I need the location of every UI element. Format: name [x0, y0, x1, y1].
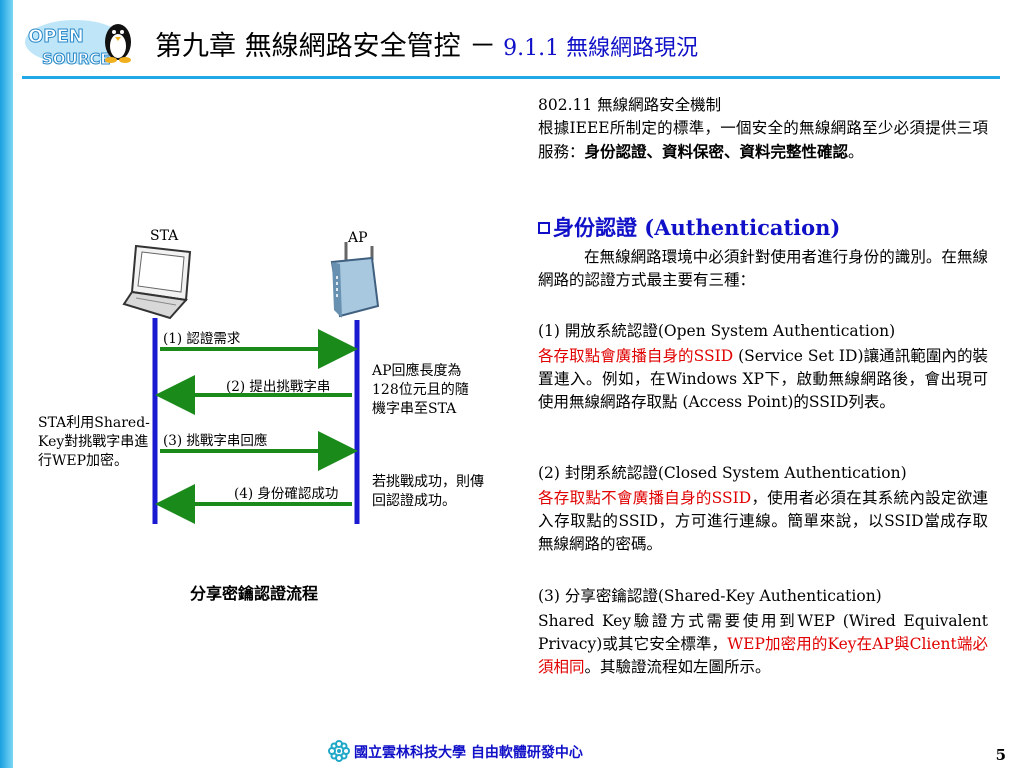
note-sta: STA利用Shared-Key對挑戰字串進行WEP加密。 — [38, 415, 150, 469]
method1-title: (1) 開放系統認證(Open System Authentication) — [538, 322, 896, 340]
step2-label: (2) 提出挑戰字串 — [226, 379, 331, 395]
logo-word-open: OPEN — [28, 26, 84, 47]
method2-title: (2) 封閉系統認證(Closed System Authentication) — [538, 464, 907, 482]
sta-label: STA — [150, 228, 179, 244]
section-title: 身份認證 (Authentication) — [553, 215, 841, 240]
method1-text: (Service Set ID)讓通訊範圍內的裝置連入。例如，在Windows … — [538, 347, 989, 411]
method2-body: 各存取點不會廣播自身的SSID，使用者必須在其系統內設定欲連入存取點的SSID，… — [538, 487, 988, 556]
step1-label: (1) 認證需求 — [163, 331, 241, 347]
footer-text: 國立雲林科技大學 自由軟體研發中心 — [354, 745, 583, 761]
title-rule — [22, 76, 1000, 79]
note-ap: AP回應長度為128位元且的隨機字串至STA — [372, 363, 469, 417]
mechanism-heading: 802.11 無線網路安全機制 — [538, 96, 722, 114]
section-authentication: 身份認證 (Authentication) — [538, 212, 840, 242]
title-main: 第九章 無線網路安全管控 － — [155, 31, 497, 62]
auth-flow-diagram — [122, 242, 380, 524]
ieee-text: 根據IEEE所制定的標準，一個安全的無線網路至少必須提供三項服務： — [538, 119, 988, 161]
left-accent-bar — [0, 0, 13, 768]
method3-text-a: Shared Key驗證方式需要使用到WEP (Wired Equivalent… — [538, 612, 988, 653]
method1-highlight: 各存取點會廣播自身的SSID — [538, 347, 734, 365]
note-success: 若挑戰成功，則傳回認證成功。 — [372, 474, 484, 509]
method3-text-b: 。其驗證流程如左圖所示。 — [584, 658, 771, 676]
page-title: 第九章 無線網路安全管控 － 9.1.1 無線網路現況 — [155, 24, 698, 63]
method2-highlight: 各存取點不會廣播自身的SSID — [538, 489, 752, 507]
step4-label: (4) 身份確認成功 — [234, 486, 339, 502]
square-bullet-icon — [538, 222, 550, 234]
university-emblem-icon — [328, 740, 350, 762]
method2-text: ，使用者必須在其系統內設定欲連入存取點的SSID，方可進行連線。簡單來說，以SS… — [538, 489, 988, 553]
ap-label: AP — [348, 230, 368, 246]
ieee-paragraph: 根據IEEE所制定的標準，一個安全的無線網路至少必須提供三項服務：身份認證、資料… — [538, 117, 988, 164]
penguin-icon — [105, 24, 131, 63]
method3-title: (3) 分享密鑰認證(Shared-Key Authentication) — [538, 587, 882, 605]
auth-intro: 在無線網路環境中必須針對使用者進行身份的識別。在無線網路的認證方式最主要有三種： — [538, 248, 988, 289]
page-number: 5 — [995, 746, 1006, 764]
access-point-icon — [330, 242, 380, 318]
ieee-services: 身份認證、資料保密、資料完整性確認 — [584, 142, 849, 161]
laptop-icon — [122, 244, 192, 320]
method3-highlight: WEP加密用的Key在AP與Client端必須相同 — [538, 635, 988, 676]
ieee-end: 。 — [848, 143, 864, 161]
title-sub: 9.1.1 無線網路現況 — [496, 36, 699, 61]
diagram-caption: 分享密鑰認證流程 — [190, 584, 319, 603]
method1-body: 各存取點會廣播自身的SSID (Service Set ID)讓通訊範圍內的裝置… — [538, 345, 988, 414]
logo-word-source: SOURCE — [42, 50, 111, 68]
open-source-logo: OPEN SOURCE — [25, 20, 131, 69]
step3-label: (3) 挑戰字串回應 — [163, 433, 268, 449]
method3-body: Shared Key驗證方式需要使用到WEP (Wired Equivalent… — [538, 610, 988, 679]
